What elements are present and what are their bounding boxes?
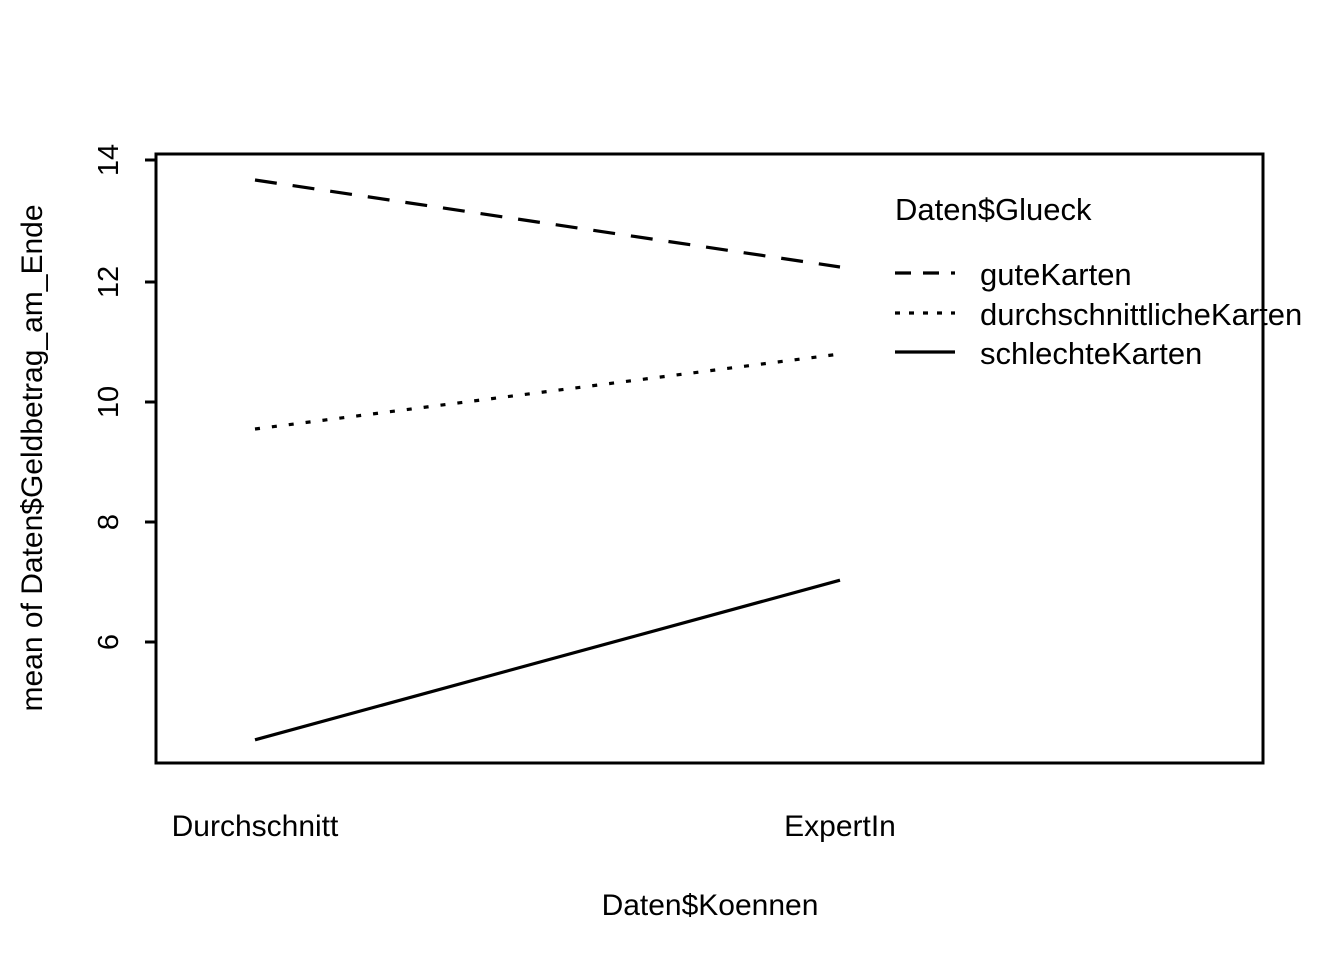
legend-label-durchschnittlichekarten: durchschnittlicheKarten xyxy=(980,297,1302,332)
legend-label-schlechtekarten: schlechteKarten xyxy=(980,336,1202,371)
x-tick-label-expertin: ExpertIn xyxy=(784,810,896,843)
y-tick-label-6: 6 xyxy=(93,634,125,650)
y-axis-ticks xyxy=(145,158,156,644)
y-tick-label-14: 14 xyxy=(93,144,125,176)
legend-title: Daten$Glueck xyxy=(895,192,1092,227)
legend-label-gutekarten: guteKarten xyxy=(980,257,1132,292)
y-tick-label-12: 12 xyxy=(93,266,125,298)
y-tick-label-10: 10 xyxy=(93,386,125,418)
legend: Daten$Glueck guteKarten durchschnittlich… xyxy=(895,192,1302,371)
y-axis-title: mean of Daten$Geldbetrag_am_Ende xyxy=(16,204,49,711)
series-lines xyxy=(254,178,841,742)
x-axis-title: Daten$Koennen xyxy=(602,889,819,922)
series-line-schlechtekarten xyxy=(254,578,841,742)
y-axis-tick-labels: 14 12 10 8 6 xyxy=(93,144,125,650)
plot-frame xyxy=(154,152,1265,765)
series-line-durchschnittlichekarten xyxy=(254,352,841,431)
y-tick-label-8: 8 xyxy=(93,514,125,530)
series-line-gutekarten xyxy=(254,178,841,269)
x-tick-label-durchschnitt: Durchschnitt xyxy=(172,810,339,843)
